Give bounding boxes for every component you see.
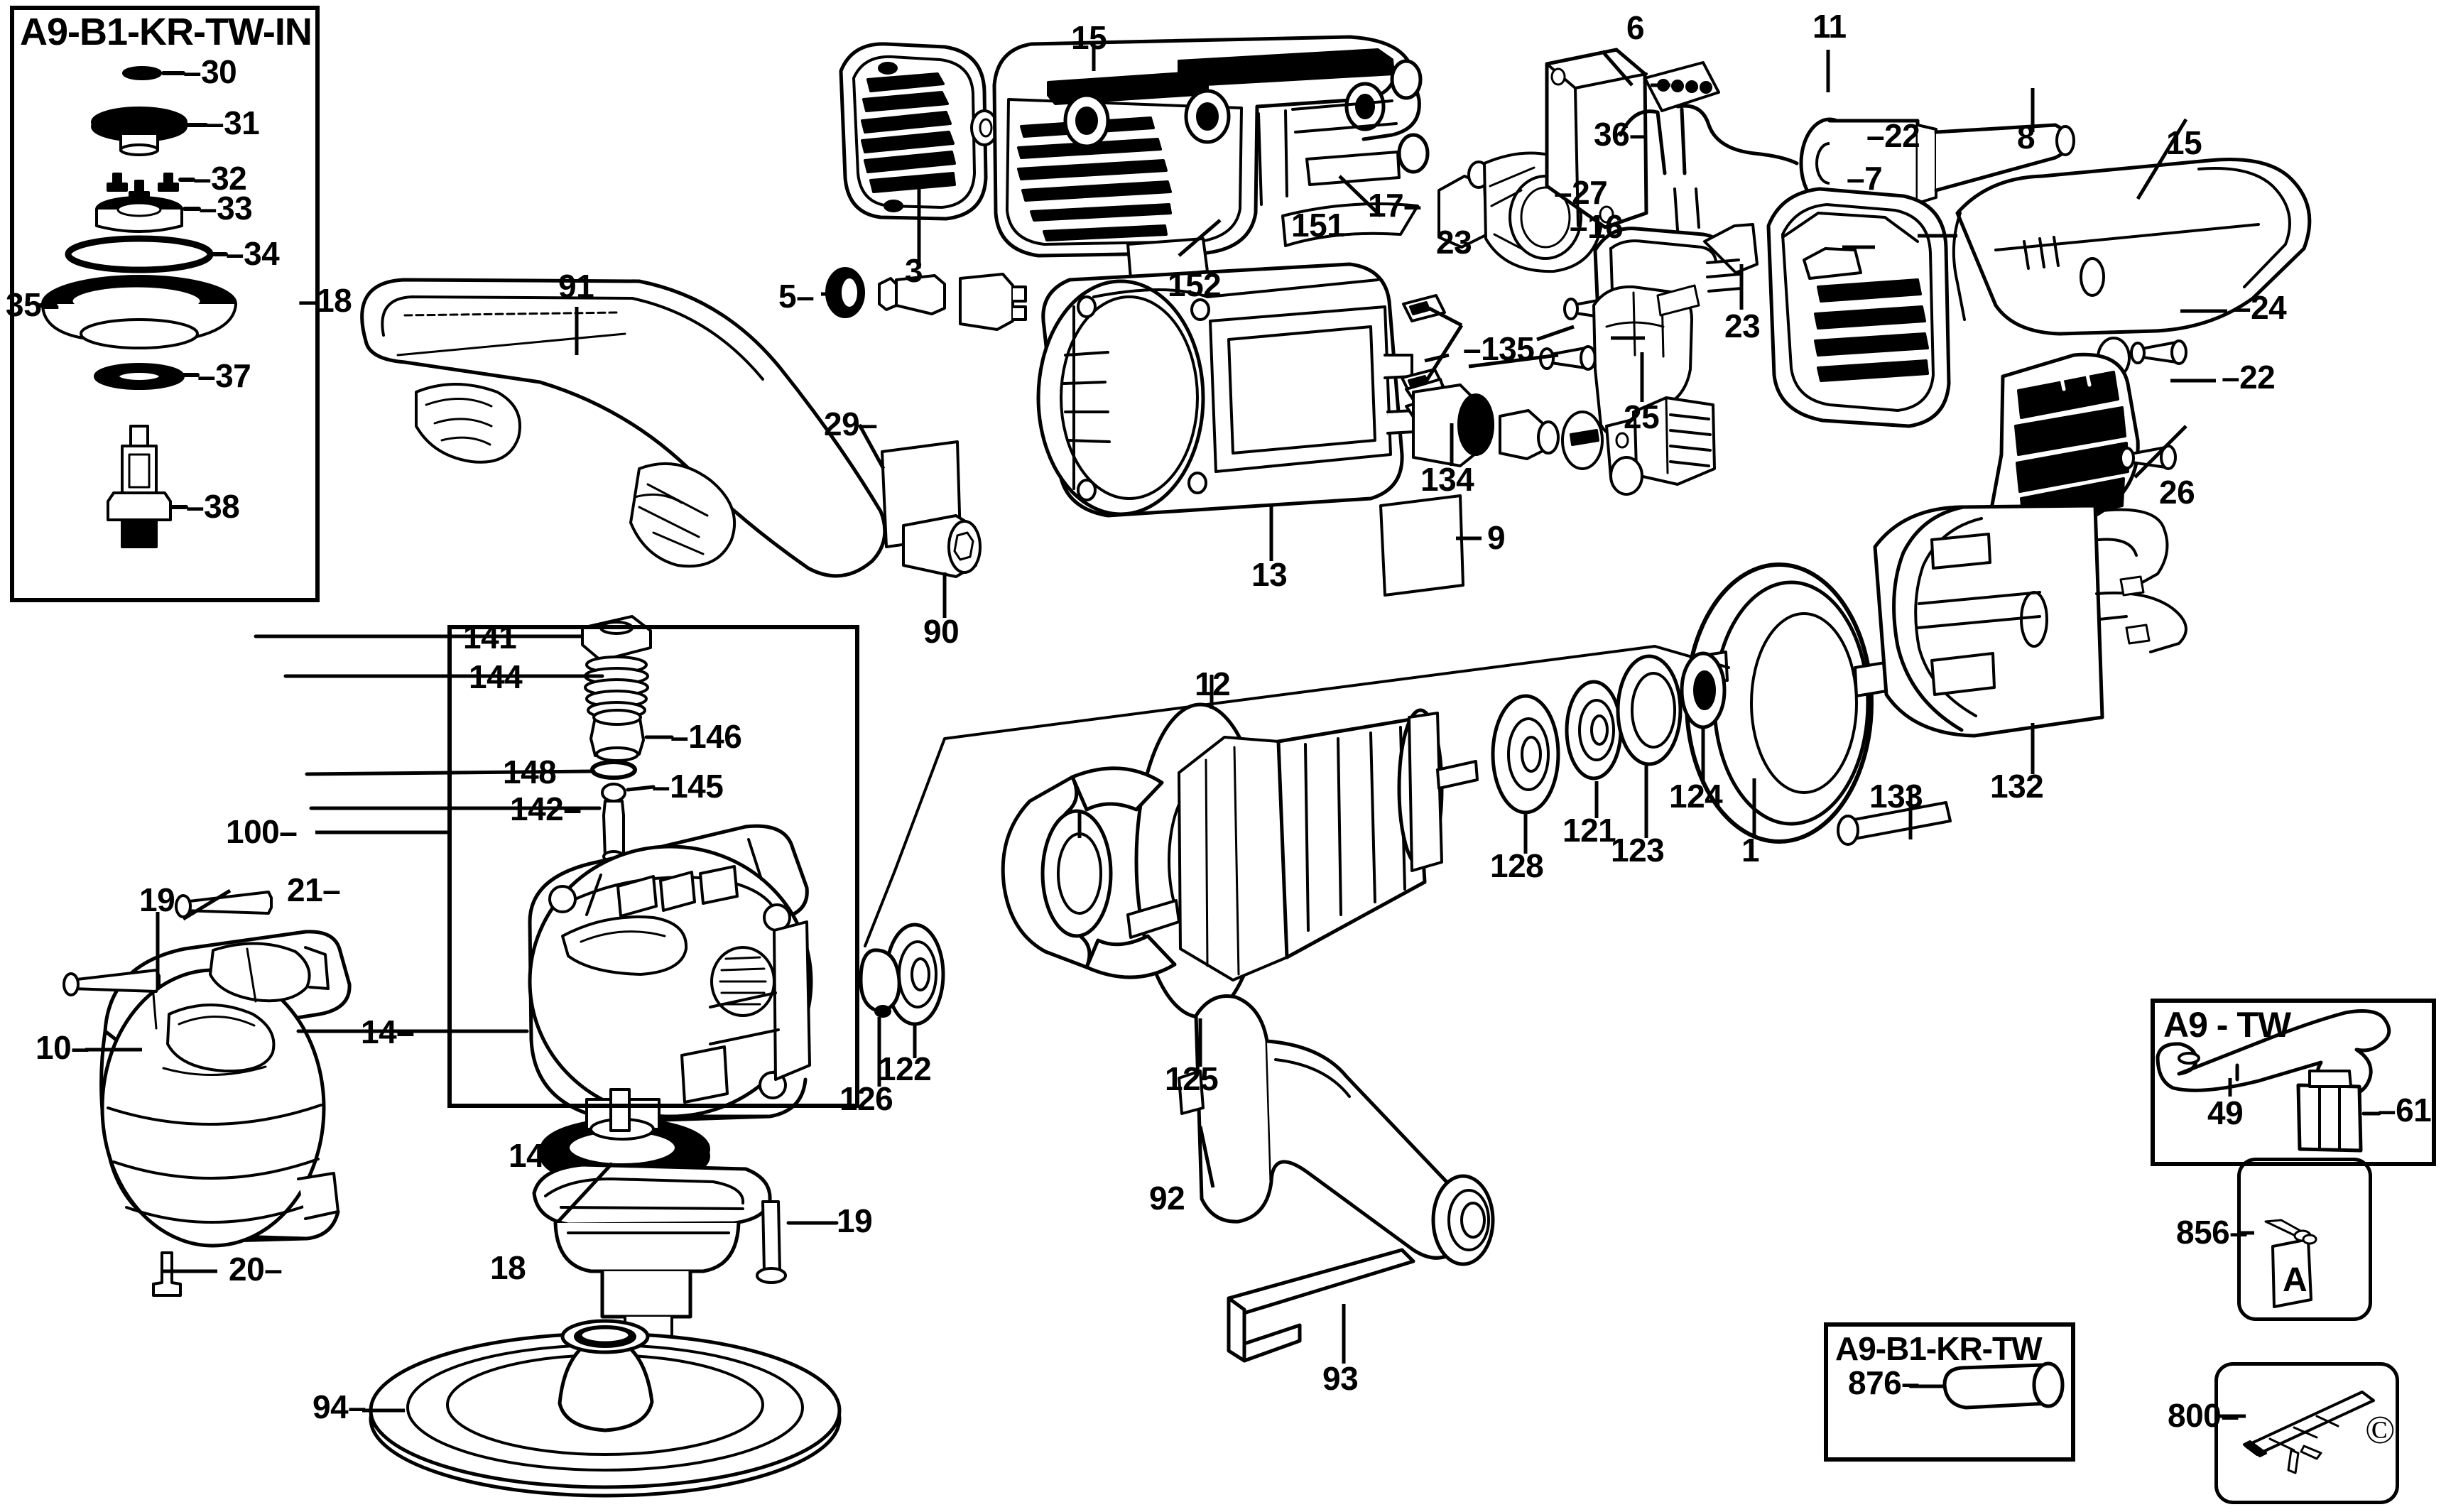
callout-24: –24	[2233, 289, 2287, 326]
callout-19-upper: 19	[139, 881, 175, 918]
callout-8: 8	[2017, 119, 2035, 156]
callout-132: 132	[1990, 768, 2044, 805]
callout-142: 142–	[510, 790, 582, 827]
callout-13: 13	[1251, 556, 1288, 593]
callout-90: 90	[923, 613, 960, 650]
callout-144: 144	[469, 658, 523, 695]
inset-box-top-left	[10, 6, 320, 602]
callout-134: 134	[1420, 461, 1474, 498]
callout-38: –38	[186, 488, 240, 525]
callout-100: 100–	[226, 813, 298, 850]
callout-12: 12	[1195, 665, 1231, 702]
callout-6: 6	[1626, 9, 1645, 46]
callout-20: 20–	[229, 1251, 283, 1288]
inset-title-a9-b1-kr-tw-in: A9-B1-KR-TW-IN	[20, 11, 312, 53]
callout-152: 152	[1168, 266, 1222, 303]
callout-121: 121	[1562, 812, 1616, 849]
callout-123: 123	[1611, 832, 1665, 869]
callout-91: 91	[558, 268, 594, 305]
callout-151: 151	[1291, 207, 1345, 244]
callout-31: –31	[206, 104, 260, 141]
callout-17: 17–	[1368, 187, 1422, 224]
inset-box-a9-tw	[2151, 999, 2436, 1166]
copyright-mark: ©	[2365, 1408, 2396, 1452]
callout-21: 21–	[287, 871, 341, 908]
callout-92: 92	[1149, 1180, 1185, 1217]
callout-30: –30	[183, 53, 237, 90]
callout-124: 124	[1669, 778, 1723, 815]
callout-16: –16	[1570, 208, 1624, 245]
callout-1: 1	[1741, 832, 1760, 869]
callout-94: 94–	[312, 1388, 366, 1425]
callout-33: –33	[199, 190, 253, 227]
inset-box-a9-b1-kr-tw	[1824, 1322, 2075, 1462]
callout-32: –32	[193, 160, 247, 197]
callout-122: 122	[878, 1050, 932, 1087]
callout-7: –7	[1847, 160, 1883, 197]
callout-34: –34	[226, 235, 280, 272]
callout-61: –61	[2378, 1092, 2432, 1128]
callout-133: 133	[1869, 778, 1923, 815]
callout-125: 125	[1165, 1060, 1219, 1097]
callout-37: –37	[197, 357, 251, 394]
callout-23-right: 23	[1724, 308, 1761, 344]
inset-box-warning-label	[2237, 1158, 2372, 1321]
callout-148: 148	[503, 754, 557, 790]
callout-14: 14–	[361, 1013, 415, 1050]
callout-147: 147–	[509, 1137, 580, 1174]
callout-36: 36–	[1594, 116, 1648, 153]
inset-title-a9-tw: A9 - TW	[2163, 1005, 2291, 1045]
callout-29: 29–	[824, 406, 878, 442]
callout-15-right: 15	[2166, 124, 2202, 161]
callout-22-lower: –22	[2222, 359, 2276, 396]
callout-145: –145	[652, 768, 724, 805]
svg-text:A: A	[2283, 1261, 2308, 1299]
callout-141: 141	[463, 619, 517, 656]
callout-3: 3	[905, 252, 923, 289]
callout-35: 35–	[6, 286, 60, 323]
callout-876: 876–	[1848, 1364, 1920, 1401]
callout-18-lower: 18	[490, 1249, 526, 1286]
callout-27: –27	[1554, 174, 1608, 211]
callout-128: 128	[1490, 847, 1544, 884]
callout-135: –135	[1463, 330, 1535, 367]
callout-25: 25	[1624, 398, 1660, 435]
callout-18-top: –18	[298, 282, 352, 319]
callout-856: 856–	[2176, 1214, 2248, 1251]
inset-box-gear-case	[447, 625, 859, 1108]
callout-146: –146	[670, 718, 742, 755]
inset-box-instruction-manual	[2214, 1362, 2399, 1504]
callout-11: 11	[1812, 8, 1847, 45]
callout-800: 800–	[2168, 1397, 2239, 1434]
inset-title-a9-b1-kr-tw: A9-B1-KR-TW	[1835, 1330, 2043, 1367]
callout-19-lower: 19	[837, 1202, 873, 1239]
callout-22-upper: –22	[1866, 117, 1920, 154]
callout-26: 26	[2159, 474, 2195, 511]
callout-10: 10–	[36, 1029, 89, 1066]
callout-126: 126	[839, 1080, 893, 1117]
callout-5: 5–	[778, 278, 815, 315]
callout-23-left: 23	[1436, 224, 1472, 261]
callout-49: 49	[2207, 1094, 2244, 1131]
callout-9: 9	[1487, 519, 1506, 556]
callout-15-upper: 15	[1071, 19, 1107, 56]
callout-93: 93	[1322, 1360, 1359, 1397]
